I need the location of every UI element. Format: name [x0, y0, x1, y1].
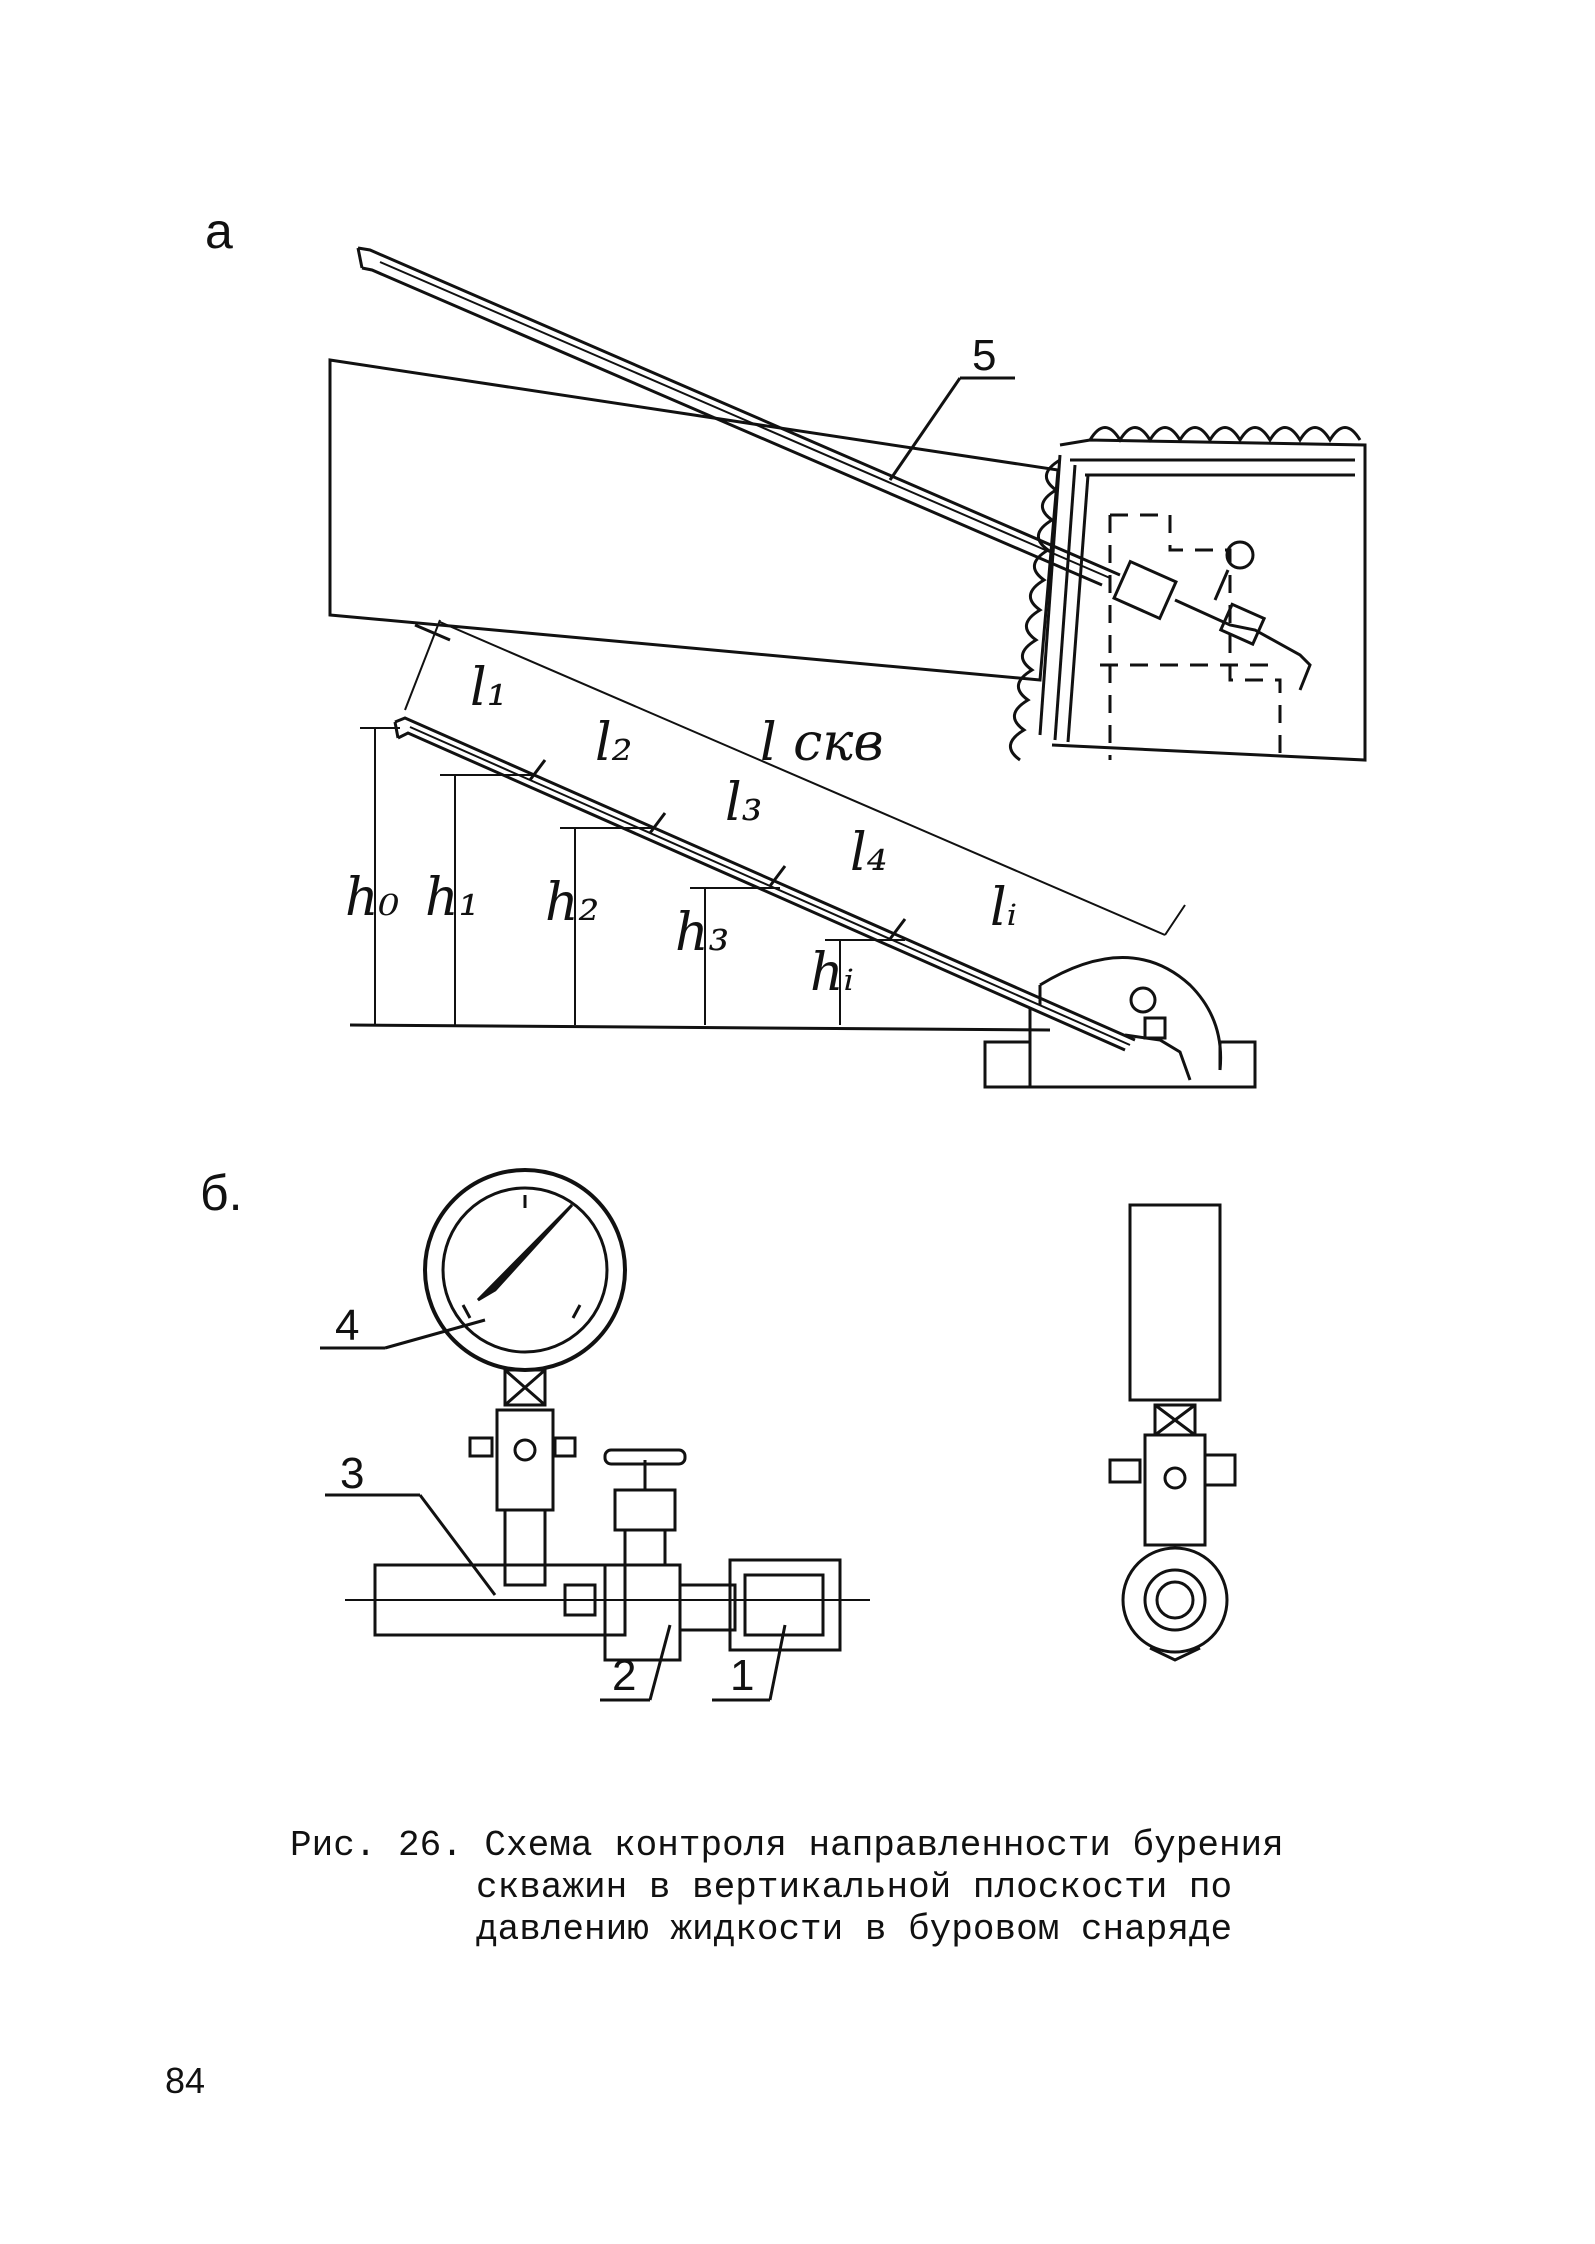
drill-stand [983, 956, 1257, 1089]
callout-1-line [768, 1624, 787, 1701]
callout-4: 4 [335, 1301, 359, 1350]
label-hi: hᵢ [810, 943, 854, 1003]
label-h1: h₁ [425, 868, 479, 928]
lskv-dimension [439, 621, 1166, 936]
figure-caption: Рис. 26. Схема контроля направленности б… [290, 1825, 1390, 1951]
valve-assembly [345, 1408, 870, 1662]
height-lines [349, 727, 1051, 1032]
callout-2-line [648, 1624, 672, 1701]
caption-line-1: Рис. 26. Схема контроля направленности б… [290, 1825, 1284, 1866]
label-l1: l₁ [470, 658, 507, 718]
section-a-label: а [205, 203, 233, 259]
callout-4-line [384, 1318, 486, 1350]
lskv-ext-left [414, 623, 451, 642]
callout-2: 2 [612, 1651, 636, 1700]
label-l4: l₄ [850, 823, 887, 883]
section-b-label: б. [200, 1165, 243, 1221]
label-h3: h₃ [675, 903, 729, 963]
callout-3-line [418, 1494, 497, 1596]
callout-3: 3 [340, 1449, 364, 1498]
callout-5-line [888, 377, 962, 481]
label-l3: l₃ [725, 773, 762, 833]
page-number: 84 [165, 2060, 206, 2101]
caption-line-3: давлению жидкости в буровом снаряде [476, 1909, 1233, 1950]
pressure-gauge [423, 1168, 627, 1407]
label-lskv: l скв [760, 713, 884, 773]
upper-drill-assembly [328, 246, 1121, 682]
label-li: lᵢ [990, 878, 1017, 938]
caption-line-2: скважин в вертикальной плоскости по [476, 1867, 1233, 1908]
mine-wall [1009, 426, 1367, 762]
label-h0: h₀ [345, 868, 399, 928]
inclined-borehole [393, 716, 1136, 1052]
label-l2: l₂ [595, 713, 632, 773]
callout-5: 5 [972, 331, 996, 380]
side-view [1108, 1203, 1237, 1662]
label-h2: h₂ [545, 873, 599, 933]
callout-1: 1 [730, 1651, 754, 1700]
